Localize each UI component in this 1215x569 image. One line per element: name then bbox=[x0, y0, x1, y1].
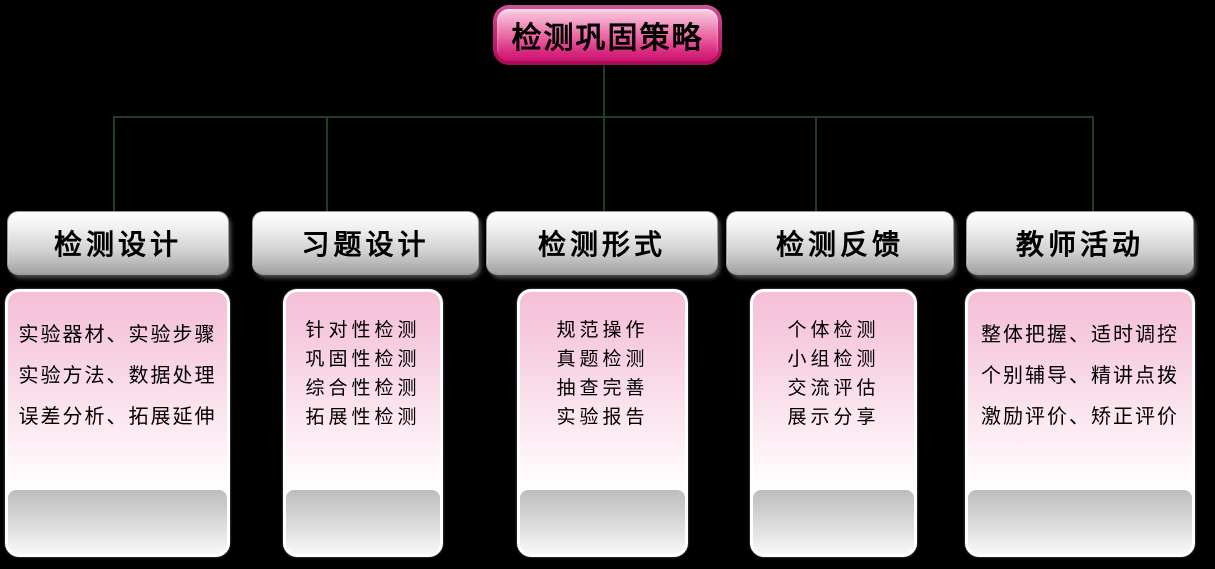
card-text: 实验器材、实验步骤 实验方法、数据处理 误差分析、拓展延伸 bbox=[8, 292, 227, 438]
branch-header-detection-feedback: 检测反馈 bbox=[727, 212, 953, 274]
connector-drop-2 bbox=[326, 117, 328, 212]
card-text: 个体检测 小组检测 交流评估 展示分享 bbox=[753, 292, 914, 432]
root-node-face: 检测巩固策略 bbox=[497, 9, 718, 61]
card-text: 整体把握、适时调控 个别辅导、精讲点拨 激励评价、矫正评价 bbox=[968, 292, 1192, 438]
card-text: 规范操作 真题检测 抽查完善 实验报告 bbox=[520, 292, 685, 432]
card-line: 针对性检测 bbox=[305, 320, 421, 341]
branch-header-exercise-design: 习题设计 bbox=[253, 212, 478, 274]
branch-header-label: 检测形式 bbox=[537, 230, 666, 261]
branch-card-detection-form: 规范操作 真题检测 抽查完善 实验报告 bbox=[517, 289, 688, 557]
connector-root-stem bbox=[603, 65, 605, 117]
connector-drop-1 bbox=[113, 117, 115, 212]
card-reflection-band bbox=[968, 490, 1192, 554]
branch-header-teacher-activity: 教师活动 bbox=[967, 212, 1193, 274]
card-line: 实验器材、实验步骤 bbox=[18, 324, 217, 346]
card-line: 个体检测 bbox=[787, 320, 880, 341]
card-line: 抽查完善 bbox=[556, 378, 649, 399]
card-line: 实验方法、数据处理 bbox=[18, 365, 217, 387]
branch-header-label: 检测反馈 bbox=[775, 230, 904, 261]
root-node-label: 检测巩固策略 bbox=[511, 22, 704, 55]
card-line: 拓展性检测 bbox=[305, 407, 421, 428]
connector-drop-5 bbox=[1092, 117, 1094, 212]
card-line: 交流评估 bbox=[787, 378, 880, 399]
branch-card-detection-design: 实验器材、实验步骤 实验方法、数据处理 误差分析、拓展延伸 bbox=[5, 289, 230, 557]
card-reflection-band bbox=[8, 490, 227, 554]
branch-card-teacher-activity: 整体把握、适时调控 个别辅导、精讲点拨 激励评价、矫正评价 bbox=[965, 289, 1195, 557]
connector-drop-3 bbox=[603, 117, 605, 212]
branch-header-detection-design: 检测设计 bbox=[8, 212, 228, 274]
card-reflection-band bbox=[520, 490, 685, 554]
branch-card-exercise-design: 针对性检测 巩固性检测 综合性检测 拓展性检测 bbox=[283, 289, 443, 557]
root-node: 检测巩固策略 bbox=[493, 5, 722, 65]
card-line: 个别辅导、精讲点拨 bbox=[981, 365, 1179, 387]
card-line: 整体把握、适时调控 bbox=[981, 324, 1179, 346]
card-line: 展示分享 bbox=[787, 407, 880, 428]
card-line: 误差分析、拓展延伸 bbox=[18, 406, 217, 428]
card-reflection-band bbox=[286, 490, 440, 554]
card-line: 综合性检测 bbox=[305, 378, 421, 399]
branch-header-label: 检测设计 bbox=[53, 230, 182, 261]
connector-drop-4 bbox=[815, 117, 817, 212]
branch-header-label: 习题设计 bbox=[301, 230, 430, 261]
card-line: 巩固性检测 bbox=[305, 349, 421, 370]
card-line: 激励评价、矫正评价 bbox=[981, 406, 1179, 428]
card-reflection-band bbox=[753, 490, 914, 554]
card-line: 实验报告 bbox=[556, 407, 649, 428]
card-line: 小组检测 bbox=[787, 349, 880, 370]
branch-header-detection-form: 检测形式 bbox=[487, 212, 717, 274]
card-text: 针对性检测 巩固性检测 综合性检测 拓展性检测 bbox=[286, 292, 440, 432]
card-line: 真题检测 bbox=[556, 349, 649, 370]
branch-header-label: 教师活动 bbox=[1015, 230, 1144, 261]
card-line: 规范操作 bbox=[556, 320, 649, 341]
branch-card-detection-feedback: 个体检测 小组检测 交流评估 展示分享 bbox=[750, 289, 917, 557]
